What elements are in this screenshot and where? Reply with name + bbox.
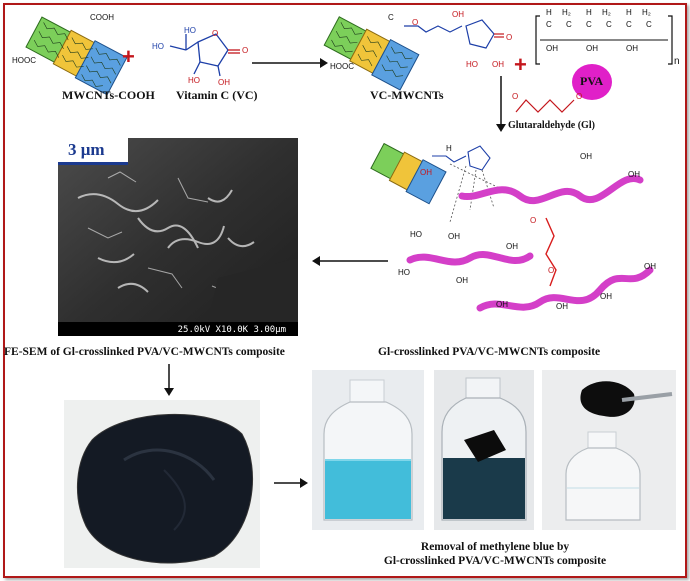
vc-oh-right: OH [218, 78, 230, 87]
sem-info-bar: 25.0kV X10.0K 3.00μm [58, 322, 298, 336]
pva-c6: C [646, 20, 652, 29]
vcmwcnt-hooc: HOOC [330, 62, 354, 71]
crosslinked-composite-structure [370, 142, 654, 312]
vc-ring-o: O [212, 29, 219, 38]
composite-oh-6: OH [456, 276, 468, 285]
mwcnt-cooh-structure [25, 16, 128, 96]
vcmwcnt-ester-o: O [412, 18, 419, 27]
pva-oh-1: OH [546, 44, 558, 53]
arrow-to-sem [312, 256, 388, 266]
plus-sign-1: + [122, 44, 135, 69]
composite-caption: Gl-crosslinked PVA/VC-MWCNTs composite [378, 346, 601, 358]
pva-c5: C [626, 20, 632, 29]
pva-n-subscript: n [674, 56, 680, 67]
glut-o-left: O [512, 92, 519, 101]
pva-h-3: H [626, 8, 632, 17]
composite-oh-5: OH [506, 242, 518, 251]
pva-oh-3: OH [626, 44, 638, 53]
reaction-arrow-1 [252, 58, 328, 68]
vcmwcnt-oh: OH [492, 60, 504, 69]
glut-o-right: O [576, 92, 583, 101]
pva-h2-2: H₂ [602, 8, 611, 17]
composite-oh-7: OH [496, 300, 508, 309]
vcmwcnt-carbonyl-o: O [506, 33, 513, 42]
sem-info-text: 25.0kV X10.0K 3.00μm [177, 325, 286, 335]
vc-ho-top: HO [184, 26, 196, 35]
vcmwcnt-c-label: C [388, 13, 394, 22]
composite-oh-2: OH [580, 152, 592, 161]
glutaraldehyde-label: Glutaraldehyde (Gl) [508, 120, 595, 131]
vc-oh-left: HO [188, 76, 200, 85]
composite-oh-8: OH [556, 302, 568, 311]
pva-h-2: H [586, 8, 592, 17]
vitamin-c-structure [169, 33, 240, 77]
scale-bar-label: 3 μm [68, 140, 105, 159]
arrow-to-film [164, 364, 174, 396]
reaction-arrow-down [496, 76, 506, 132]
composite-oh-4: OH [448, 232, 460, 241]
pva-h2-3: H₂ [642, 8, 651, 17]
cooh-group-top: COOH [90, 13, 114, 22]
vitamin-c-label: Vitamin C (VC) [176, 88, 258, 102]
composite-o-1: O [530, 216, 537, 225]
bottle-photo-after [542, 370, 676, 530]
vc-mwcnts-label: VC-MWCNTs [370, 88, 444, 102]
pva-c3: C [586, 20, 592, 29]
arrow-to-removal [274, 478, 308, 488]
vcmwcnt-ho: HO [466, 60, 478, 69]
composite-o-2: O [548, 266, 555, 275]
mwcnt-cooh-label: MWCNTs-COOH [62, 88, 155, 102]
pva-c1: C [546, 20, 552, 29]
fesem-image: 3 μm 25.0kV X10.0K 3.00μm [58, 138, 298, 336]
composite-h-top: H [446, 144, 452, 153]
composite-oh-1: OH [420, 168, 432, 177]
pva-c4: C [606, 20, 612, 29]
pva-oh-2: OH [586, 44, 598, 53]
composite-oh-3: OH [628, 170, 640, 179]
bottle-photo-with-composite [434, 370, 534, 530]
glutaraldehyde-structure [515, 99, 575, 113]
composite-oh-10: OH [644, 262, 656, 271]
composite-oh-9: OH [600, 292, 612, 301]
vc-carbonyl-o: O [242, 46, 249, 55]
pva-h2-1: H₂ [562, 8, 571, 17]
pva-h-1: H [546, 8, 552, 17]
removal-caption-line1: Removal of methylene blue by [420, 541, 570, 553]
pva-repeat-unit [535, 15, 673, 65]
pva-c2: C [566, 20, 572, 29]
bottle-photo-before [312, 370, 424, 530]
hooc-group-left: HOOC [12, 56, 36, 65]
fesem-caption: FE-SEM of Gl-crosslinked PVA/VC-MWCNTs c… [4, 346, 285, 358]
composite-film-photo [64, 400, 260, 568]
composite-ho-1: HO [410, 230, 422, 239]
vc-ho-left: HO [152, 42, 164, 51]
vcmwcnt-oh-top: OH [452, 10, 464, 19]
composite-ho-2: HO [398, 268, 410, 277]
vc-mwcnts-structure [323, 16, 504, 91]
removal-caption: Removal of methylene blue by Gl-crosslin… [320, 540, 670, 568]
removal-caption-line2: Gl-crosslinked PVA/VC-MWCNTs composite [383, 555, 607, 567]
plus-sign-2: + [514, 52, 527, 77]
scale-bar: 3 μm [58, 138, 128, 165]
pva-circle [572, 64, 612, 100]
pva-label: PVA [580, 74, 604, 88]
